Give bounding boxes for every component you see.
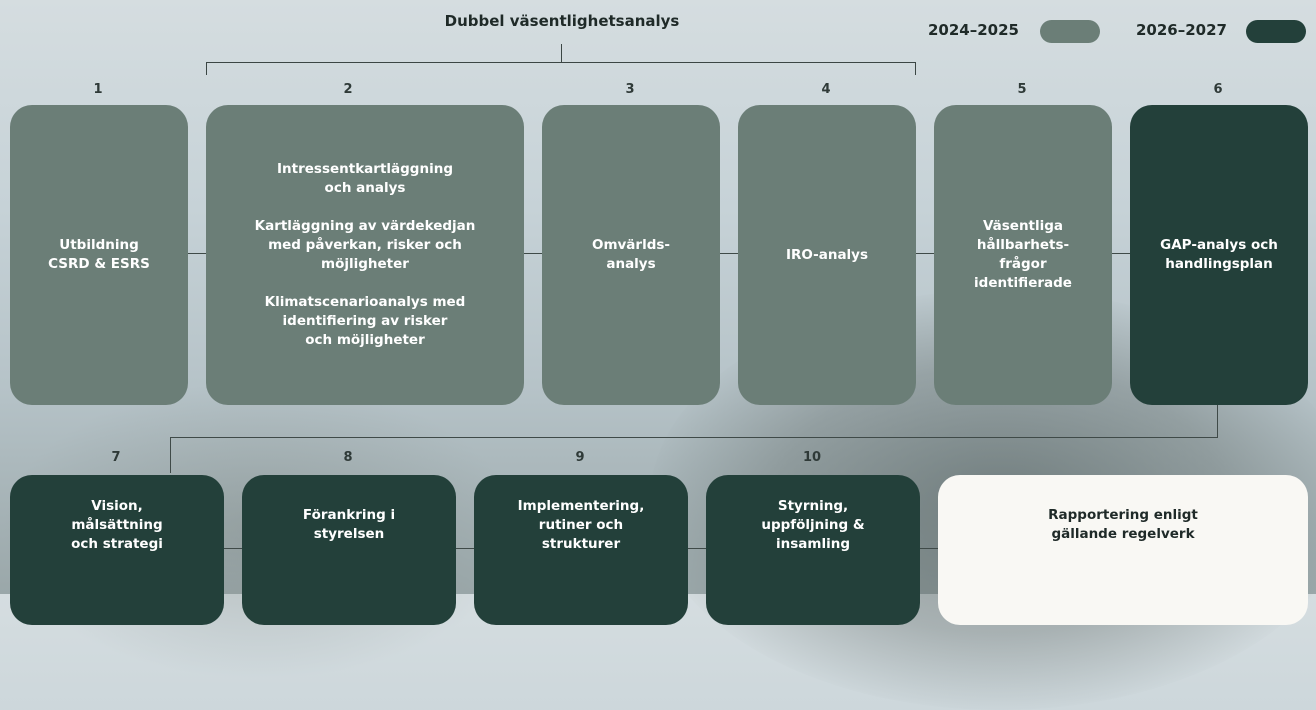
final-reporting-text: Rapportering enligt gällande regelverk (1048, 507, 1198, 542)
step-number-4: 4 (821, 82, 831, 97)
step-9-text: Implementering, rutiner och strukturer (517, 497, 645, 552)
step-7-box: Vision, målsättning och strategi (10, 475, 224, 625)
connector-line (914, 253, 936, 255)
final-reporting-box: Rapportering enligt gällande regelverk (938, 475, 1308, 625)
legend-label-2026-2027: 2026–2027 (1136, 21, 1227, 39)
step-3-text: Omvärlds- analys (591, 237, 671, 272)
elbow-connector-horizontal (170, 437, 1218, 439)
step-number-1: 1 (93, 82, 103, 97)
step-8-text: Förankring i styrelsen (302, 507, 396, 542)
connector-line (918, 548, 940, 550)
step-5-text: Väsentliga hållbarhets- frågor identifie… (974, 218, 1072, 291)
connector-line (522, 253, 544, 255)
step-10-box: Styrning, uppföljning & insamling (706, 475, 920, 625)
elbow-connector-into-step-7 (170, 437, 172, 473)
step-number-6: 6 (1213, 82, 1223, 97)
connector-line (686, 548, 708, 550)
step-7-text: Vision, målsättning och strategi (71, 497, 163, 552)
elbow-connector-down (1217, 404, 1219, 438)
step-4-text: IRO-analys (785, 246, 869, 263)
legend-swatch-2024-2025 (1040, 20, 1100, 43)
step-10-text: Styrning, uppföljning & insamling (761, 497, 865, 552)
legend-swatch-2026-2027 (1246, 20, 1306, 43)
legend-label-2024-2025: 2024–2025 (928, 21, 1019, 39)
diagram-title: Dubbel väsentlighetsanalys (444, 12, 680, 30)
step-number-8: 8 (343, 450, 353, 465)
step-4-box: IRO-analys (738, 105, 916, 405)
step-1-text: Utbildning CSRD & ESRS (48, 237, 150, 272)
bracket-tick (561, 44, 563, 63)
step-number-9: 9 (575, 450, 585, 465)
analysis-bracket (206, 62, 916, 75)
connector-line (454, 548, 476, 550)
step-number-10: 10 (802, 450, 822, 465)
step-number-2: 2 (343, 82, 353, 97)
step-number-3: 3 (625, 82, 635, 97)
connector-line (718, 253, 740, 255)
step-2-text: Intressentkartläggning och analys Kartlä… (254, 161, 476, 348)
connector-line (222, 548, 244, 550)
connector-line (186, 253, 208, 255)
step-1-box: Utbildning CSRD & ESRS (10, 105, 188, 405)
step-number-5: 5 (1017, 82, 1027, 97)
step-8-box: Förankring i styrelsen (242, 475, 456, 625)
step-number-7: 7 (111, 450, 121, 465)
step-3-box: Omvärlds- analys (542, 105, 720, 405)
step-6-box: GAP-analys och handlingsplan (1130, 105, 1308, 405)
step-2-box: Intressentkartläggning och analys Kartlä… (206, 105, 524, 405)
step-9-box: Implementering, rutiner och strukturer (474, 475, 688, 625)
step-5-box: Väsentliga hållbarhets- frågor identifie… (934, 105, 1112, 405)
connector-line (1110, 253, 1132, 255)
step-6-text: GAP-analys och handlingsplan (1160, 237, 1278, 272)
